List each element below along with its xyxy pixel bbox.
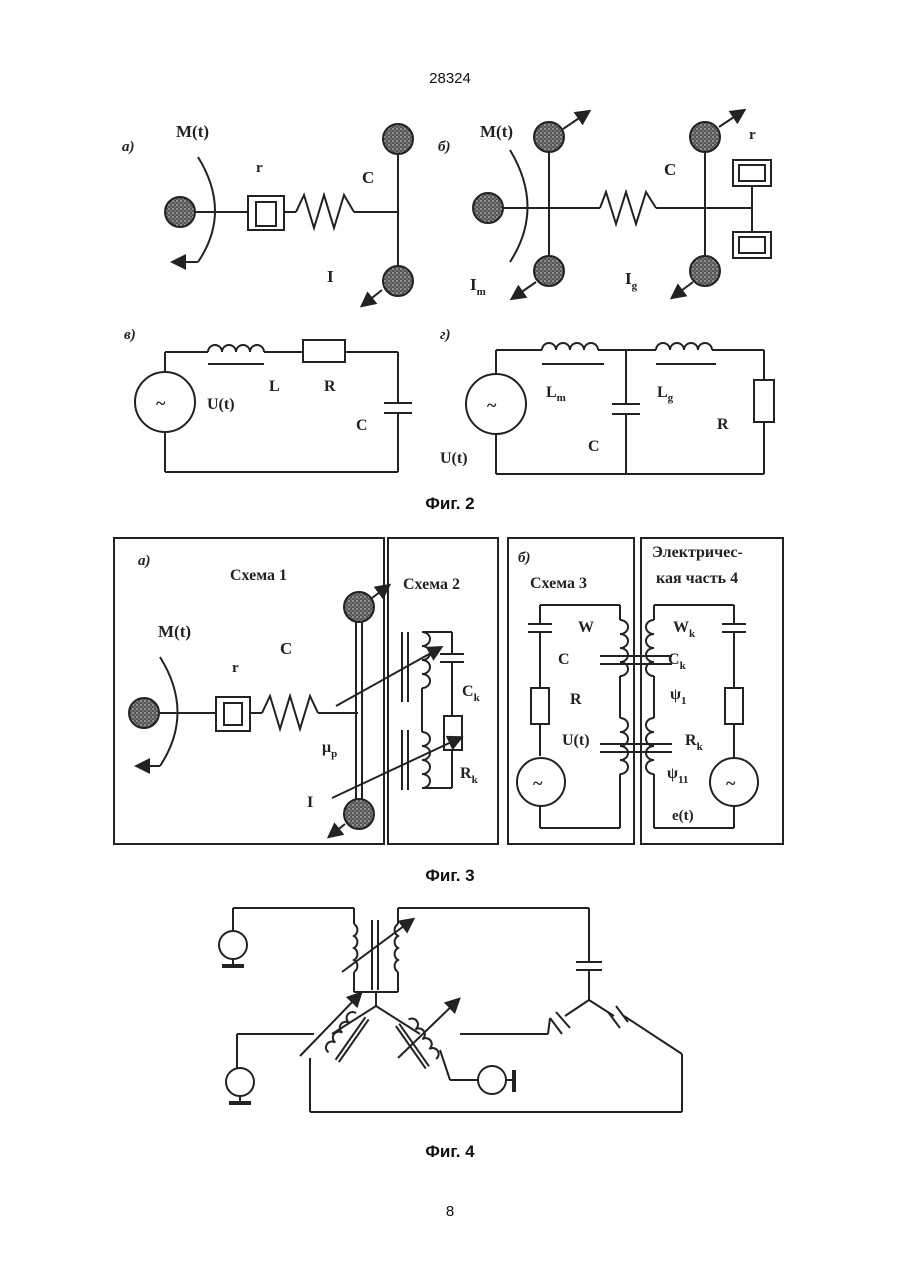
mass-bottom-icon [344, 799, 374, 829]
fig3a-i-label: I [307, 794, 313, 811]
fig3b-c-label: C [558, 651, 570, 668]
fig2g-tag: г) [440, 327, 451, 343]
resistor-r-icon [531, 688, 549, 724]
fig2v-tag: в) [124, 327, 136, 343]
inductor-lm-icon [542, 343, 598, 350]
fig3a-ck-label: Ck [462, 683, 481, 704]
mass-top-icon [344, 592, 374, 622]
fig2g-u-label: U(t) [440, 450, 468, 467]
fig2g-lg-label: Lg [657, 384, 674, 404]
fig3b-e-label: e(t) [672, 808, 694, 824]
capacitor-right-icon [608, 1012, 620, 1028]
fig2b-im-label: Im [470, 275, 486, 298]
spring-icon [296, 195, 354, 228]
spring-icon [262, 696, 318, 729]
mass-im-top-icon [534, 122, 564, 152]
fig3a-tag: а) [138, 553, 151, 569]
resistor-rk-icon [725, 688, 743, 724]
fig3b-electric-title-line2: кая часть 4 [656, 570, 738, 587]
fig3-b-electric-part [600, 605, 758, 828]
mass-ig-top-icon [690, 122, 720, 152]
resistor-r-icon [303, 340, 345, 362]
resistor-r-icon [754, 380, 774, 422]
fig2b-r-label: r [749, 127, 756, 143]
fig3a-moment-label: M(t) [158, 622, 191, 641]
fig2g-r-label: R [717, 416, 729, 433]
ac-source-top-icon [219, 931, 247, 959]
fig3b-ck-label: Ck [668, 651, 687, 672]
fig2b-ig-label: Ig [625, 269, 638, 292]
fig2g-lm-label: Lm [546, 384, 566, 404]
fig2b-moment-label: M(t) [480, 122, 513, 141]
fig2a-tag: а) [122, 139, 135, 155]
page-number: 8 [0, 1203, 900, 1220]
fig2b-c-label: C [664, 160, 676, 179]
fig3b-psi1-label: ψ1 [670, 686, 687, 707]
fig2v-source-symbol: ~ [156, 393, 166, 413]
moment-arc-icon [160, 657, 178, 766]
fig3b-source-symbol: ~ [533, 773, 543, 793]
fig2-a-mechanical-scheme [165, 124, 413, 305]
fig2a-moment-label: M(t) [176, 122, 209, 141]
mass-im-bottom-icon [534, 256, 564, 286]
mass-top-icon [383, 124, 413, 154]
fig2g-c-label: C [588, 438, 600, 455]
fig3a-rk-label: Rk [460, 765, 479, 786]
rotor-mass-icon [165, 197, 195, 227]
coil-w-bottom-icon [620, 718, 628, 774]
moment-arc-icon [198, 157, 215, 262]
fig3b-r-label: R [570, 691, 582, 708]
fig2v-u-label: U(t) [207, 396, 235, 413]
fig3b-scheme3-title: Схема 3 [530, 575, 587, 592]
fig4-circuit [219, 908, 682, 1112]
fig3a-scheme2-title: Схема 2 [403, 576, 460, 593]
mass-ig-bottom-icon [690, 256, 720, 286]
fig3b-tag: б) [518, 550, 530, 566]
fig3-b-scheme3 [517, 605, 628, 828]
fig3a-mu-label: μp [322, 739, 337, 760]
fig2-b-mechanical-scheme [473, 111, 771, 298]
coil-top-icon [422, 632, 430, 688]
fig2a-r-label: r [256, 160, 263, 176]
rotor-mass-icon [129, 698, 159, 728]
fig3a-c-label: C [280, 639, 292, 658]
fig3b-rk-label: Rk [685, 732, 704, 753]
fig2b-tag: б) [438, 139, 450, 155]
fig2-caption: Фиг. 2 [0, 494, 900, 514]
fig3b-psi11-label: ψ11 [667, 765, 688, 786]
fig3a-r-label: r [232, 660, 239, 676]
fig4-caption: Фиг. 4 [0, 1142, 900, 1162]
inductor-l-icon [208, 345, 264, 352]
rotor-mass-icon [473, 193, 503, 223]
inductor-lg-icon [656, 343, 712, 350]
spring-icon [600, 192, 656, 224]
coil-wk-bottom-icon [646, 718, 654, 774]
fig2-v-circuit [135, 340, 412, 472]
fig2v-c-label: C [356, 417, 368, 434]
fig2-g-circuit [466, 343, 774, 474]
fig3b-u-label: U(t) [562, 732, 590, 749]
transformer-left-coil-icon [354, 924, 357, 972]
fig3-a-scheme2 [402, 632, 464, 790]
fig3b-w-label: W [578, 619, 594, 636]
fig3b-electric-title-line1: Электричес- [652, 544, 743, 561]
coil-w-top-icon [620, 620, 628, 676]
fig3-caption: Фиг. 3 [0, 866, 900, 886]
moment-arc-icon [510, 150, 528, 262]
fig2v-l-label: L [269, 378, 280, 395]
fig2v-r-label: R [324, 378, 336, 395]
fig3b-wk-label: Wk [673, 619, 696, 640]
mass-bottom-icon [383, 266, 413, 296]
ac-source-left-icon [226, 1068, 254, 1096]
fig2g-source-symbol: ~ [487, 395, 497, 415]
ac-source-right-icon [478, 1066, 506, 1094]
coil-bottom-icon [422, 732, 430, 788]
coil-wk-top-icon [646, 620, 654, 676]
fig3b-source2-symbol: ~ [726, 773, 736, 793]
fig2a-c-label: C [362, 168, 374, 187]
fig2a-i-label: I [327, 267, 334, 286]
fig3a-scheme1-title: Схема 1 [230, 567, 287, 584]
